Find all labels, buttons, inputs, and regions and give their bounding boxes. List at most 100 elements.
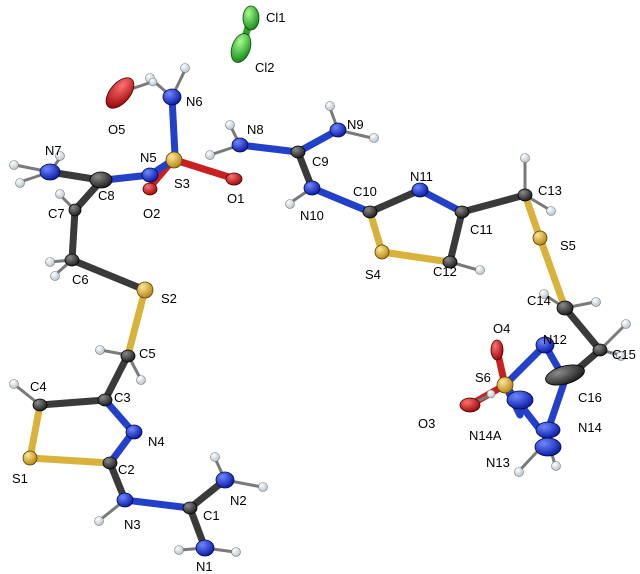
- atom-h: [325, 101, 335, 111]
- atom-labels: Cl1 Cl2 N6 O5 N8 N9 N7 N5 S3 C9 C8 C7 O2…: [12, 10, 636, 574]
- bond-c16-n14: [544, 376, 569, 434]
- bond-c11-c13: [458, 191, 529, 216]
- atom-s3: [165, 151, 183, 169]
- atom-h: [231, 547, 241, 557]
- bond-s1-c2: [26, 454, 114, 467]
- label-n5: N5: [140, 150, 157, 165]
- atom-n3: [116, 492, 134, 508]
- atom-h: [9, 379, 19, 389]
- atom-s6: [496, 376, 514, 394]
- bond-c10-n11: [366, 186, 424, 216]
- label-n3: N3: [124, 517, 141, 532]
- label-c12: C12: [433, 264, 457, 279]
- atom-c15: [592, 343, 608, 357]
- label-c14: C14: [527, 293, 551, 308]
- atom-h: [15, 178, 25, 188]
- label-s1: S1: [12, 471, 28, 486]
- atom-c13: [517, 188, 533, 202]
- atom-h: [616, 351, 626, 361]
- bond-c3-c4: [36, 396, 109, 409]
- label-cl2: Cl2: [255, 60, 275, 75]
- atom-h: [205, 150, 215, 160]
- label-c1: C1: [203, 508, 220, 523]
- atom-cl2: [230, 33, 252, 63]
- atom-h: [180, 63, 190, 73]
- label-s4: S4: [365, 267, 381, 282]
- atom-o5: [105, 77, 135, 109]
- label-n12: N12: [543, 332, 567, 347]
- atom-h: [148, 77, 158, 87]
- atom-h: [258, 482, 268, 492]
- atom-n1: [195, 539, 215, 557]
- label-o3: O3: [418, 416, 435, 431]
- label-o2: O2: [143, 206, 160, 221]
- label-c13: C13: [538, 183, 562, 198]
- atom-n2: [215, 471, 235, 489]
- label-c4: C4: [30, 379, 47, 394]
- label-n7: N7: [45, 143, 62, 158]
- label-o4: O4: [493, 321, 510, 336]
- atom-h: [546, 206, 556, 216]
- bond-c13-s5: [521, 191, 544, 242]
- atom-h: [539, 289, 549, 299]
- atom-n8: [231, 137, 249, 153]
- label-s5: S5: [560, 238, 576, 253]
- atom-n14a: [506, 390, 534, 410]
- atom-h: [621, 319, 631, 329]
- atom-c9: [290, 145, 306, 159]
- atom-h: [514, 467, 524, 477]
- bond-c11-c12: [446, 208, 466, 266]
- atom-c14: [556, 300, 574, 316]
- atom-c8: [89, 171, 113, 189]
- atom-n7: [39, 163, 61, 181]
- label-c8: C8: [98, 188, 115, 203]
- label-n4: N4: [148, 434, 165, 449]
- atom-s2: [136, 281, 154, 299]
- label-c11: C11: [470, 222, 493, 237]
- label-s2: S2: [161, 291, 177, 306]
- atom-s1: [22, 450, 38, 466]
- atom-n11: [411, 182, 429, 198]
- atom-c16: [545, 364, 585, 386]
- atom-n9: [329, 122, 347, 138]
- atom-h: [475, 265, 485, 275]
- label-c10: C10: [353, 184, 377, 199]
- label-n11: N11: [410, 169, 433, 184]
- atom-n4: [125, 424, 143, 440]
- bond-c12-s4: [378, 248, 454, 266]
- label-c16: C16: [578, 390, 602, 405]
- atom-n5: [141, 167, 159, 183]
- atom-h: [285, 199, 295, 209]
- bond-n8-c9: [236, 141, 302, 156]
- atom-h: [210, 452, 220, 462]
- atom-h: [55, 151, 65, 161]
- atom-n13: [534, 437, 562, 457]
- label-c6: C6: [72, 272, 89, 287]
- atom-h: [591, 297, 601, 307]
- label-cl1: Cl1: [266, 10, 286, 25]
- atom-h: [369, 133, 379, 143]
- bond-c7-c6: [68, 206, 79, 264]
- atom-n14: [535, 421, 561, 439]
- label-c5: C5: [139, 346, 156, 361]
- label-c7: C7: [48, 206, 65, 221]
- atom-h: [95, 345, 105, 355]
- atom-n12: [535, 336, 555, 354]
- atom-h: [486, 389, 496, 399]
- atom-n10: [303, 180, 321, 196]
- atom-cl1: [242, 5, 260, 31]
- label-n8: N8: [247, 122, 264, 137]
- atom-h: [225, 120, 235, 130]
- atom-h: [50, 271, 60, 281]
- bond-s3-o1: [171, 156, 236, 182]
- atom-o3: [459, 397, 481, 413]
- atom-h: [174, 545, 184, 555]
- label-n1: N1: [196, 559, 213, 574]
- atom-c3: [97, 393, 113, 407]
- atom-c6: [64, 253, 80, 267]
- label-n6: N6: [186, 94, 203, 109]
- atom-o1: [225, 172, 243, 186]
- atom-c11: [454, 205, 470, 219]
